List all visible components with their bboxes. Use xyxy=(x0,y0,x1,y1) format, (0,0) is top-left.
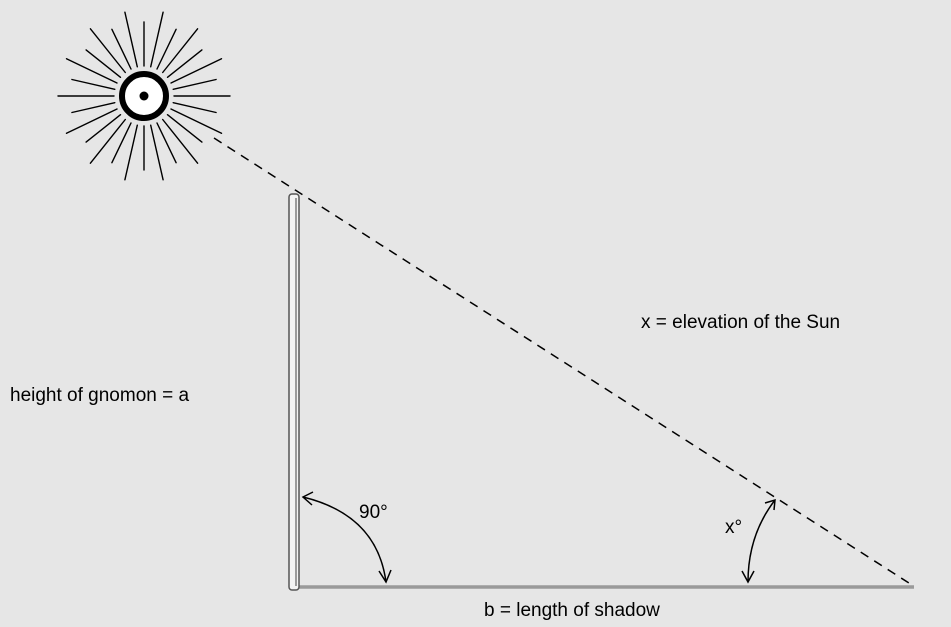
sun-ray xyxy=(65,108,118,135)
sun-ray xyxy=(166,49,203,79)
right-angle-arc xyxy=(301,491,392,584)
sun-ray xyxy=(124,11,139,68)
sun-ray xyxy=(161,118,199,164)
sun-ray xyxy=(156,122,177,164)
elevation-angle-arc xyxy=(741,498,776,584)
sun-ray xyxy=(124,124,139,181)
shadow-length-label: b = length of shadow xyxy=(484,600,660,621)
sun-icon xyxy=(57,11,231,181)
elevation-angle-label: x° xyxy=(725,517,742,538)
sun-ray xyxy=(65,58,118,84)
sun-ray xyxy=(85,113,122,143)
sun-ray xyxy=(149,124,164,181)
sun-ray xyxy=(89,118,127,164)
sun-ray xyxy=(172,101,217,114)
sun-ray xyxy=(71,78,116,91)
sun-ray xyxy=(71,101,116,114)
sun-ray xyxy=(172,78,217,91)
gnomon xyxy=(288,193,300,591)
sun-ray xyxy=(149,11,164,68)
gnomon-height-label: height of gnomon = a xyxy=(10,385,189,406)
sun-ray xyxy=(156,28,177,70)
sun-ray xyxy=(89,28,127,74)
sun-ray xyxy=(85,49,122,79)
right-angle-label: 90° xyxy=(359,502,388,523)
sun-ray xyxy=(166,113,203,143)
sun-ray xyxy=(161,28,199,74)
sun-ray xyxy=(111,28,132,70)
sun-ray-line xyxy=(213,137,913,586)
sun-ray xyxy=(170,58,223,84)
sun-ray xyxy=(111,122,132,164)
sun-elevation-label: x = elevation of the Sun xyxy=(641,312,840,333)
sun-ray xyxy=(170,108,223,135)
